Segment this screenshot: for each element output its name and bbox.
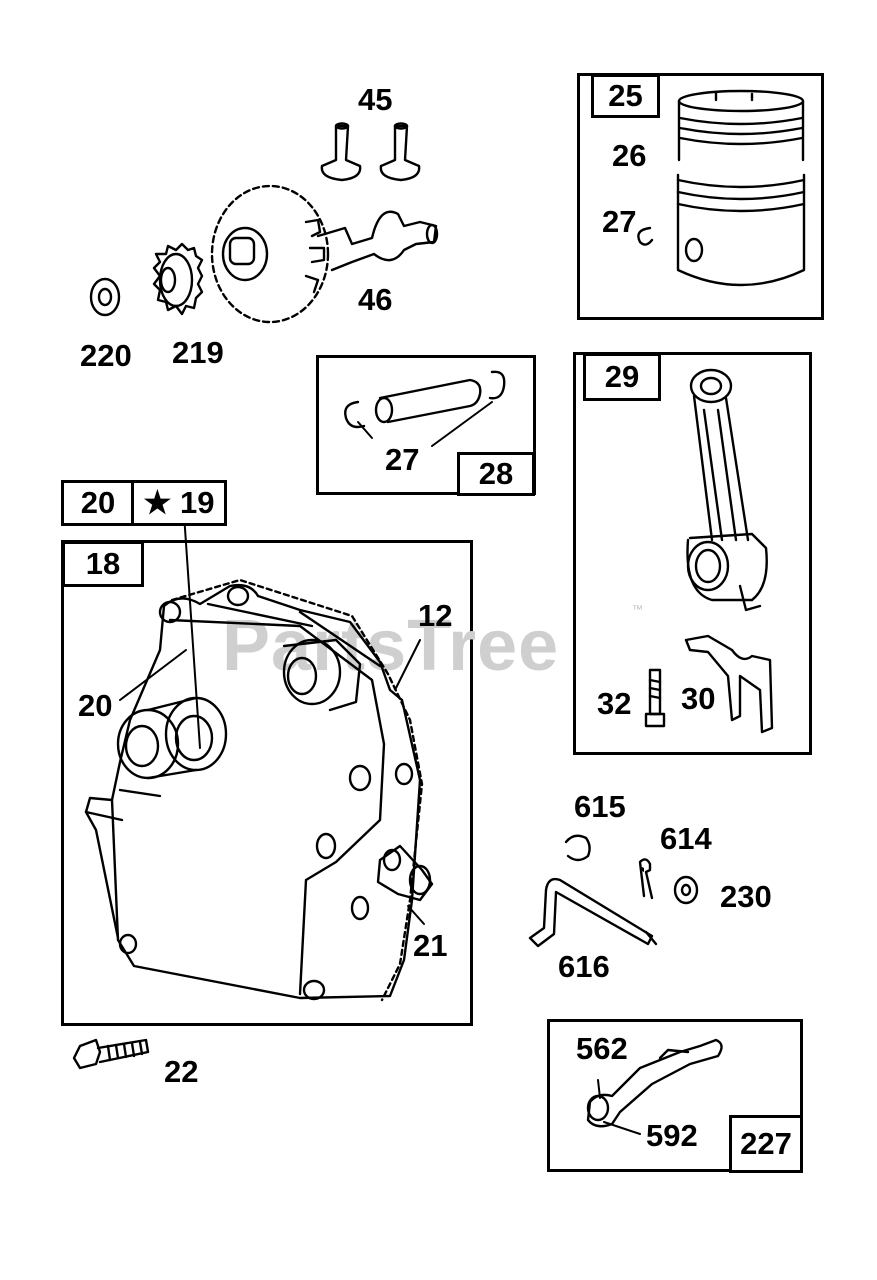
governor-clip-icon (564, 834, 591, 862)
callout-tag-227: 227 (729, 1115, 803, 1173)
callout-tag-20: 20 (61, 480, 135, 526)
crankcase-cover-group-box (61, 540, 473, 1026)
callout-46: 46 (358, 282, 393, 317)
retainer-clip-icon (488, 370, 506, 400)
valve-tappet-icon (320, 122, 362, 182)
piston-icon (676, 89, 806, 287)
callout-30: 30 (681, 681, 716, 716)
callout-562: 562 (576, 1031, 628, 1066)
callout-12: 12 (418, 598, 453, 633)
retainer-clip-icon (344, 400, 366, 429)
camshaft-gear-icon (210, 184, 439, 324)
callout-27-piston: 27 (602, 204, 637, 239)
callout-614: 614 (660, 821, 712, 856)
callout-45: 45 (358, 82, 393, 117)
callout-tag-19: ★ 19 (131, 480, 227, 526)
connecting-rod-group-box (573, 352, 812, 755)
callout-tag-29: 29 (583, 353, 661, 401)
governor-shaft-icon (528, 877, 658, 948)
gasket-icon (170, 578, 424, 1002)
callout-tag-18: 18 (62, 541, 144, 587)
callout-22: 22 (164, 1054, 199, 1089)
governor-lever-group-box (547, 1019, 803, 1172)
washer-icon (673, 875, 699, 905)
piston-pin-icon (374, 378, 482, 424)
callout-27-pin: 27 (385, 442, 420, 477)
piston-group-box (577, 73, 824, 320)
hairpin-clip-icon (638, 858, 654, 900)
callout-616: 616 (558, 949, 610, 984)
oil-fitting-icon (376, 844, 434, 902)
crankcase-cover-icon (84, 583, 422, 1001)
retainer-clip-icon (637, 226, 654, 246)
piston-pin-group-box (316, 355, 536, 495)
rod-lock-icon (684, 634, 774, 734)
governor-lever-icon (586, 1038, 723, 1135)
callout-230: 230 (720, 879, 772, 914)
washer-icon (89, 277, 121, 317)
callout-592: 592 (646, 1118, 698, 1153)
rod-bolt-icon (644, 668, 666, 728)
connecting-rod-icon (686, 368, 768, 612)
cover-bolt-icon (72, 1038, 150, 1070)
valve-tappet-icon (379, 122, 421, 182)
callout-20-seal: 20 (78, 688, 113, 723)
callout-32: 32 (597, 686, 632, 721)
timing-gear-icon (152, 242, 204, 316)
callout-219: 219 (172, 335, 224, 370)
callout-26: 26 (612, 138, 647, 173)
watermark-trademark: ™ (632, 604, 643, 616)
callout-tag-25: 25 (591, 74, 660, 118)
callout-21: 21 (413, 928, 448, 963)
callout-615: 615 (574, 789, 626, 824)
callout-220: 220 (80, 338, 132, 373)
callout-tag-28: 28 (457, 452, 535, 496)
